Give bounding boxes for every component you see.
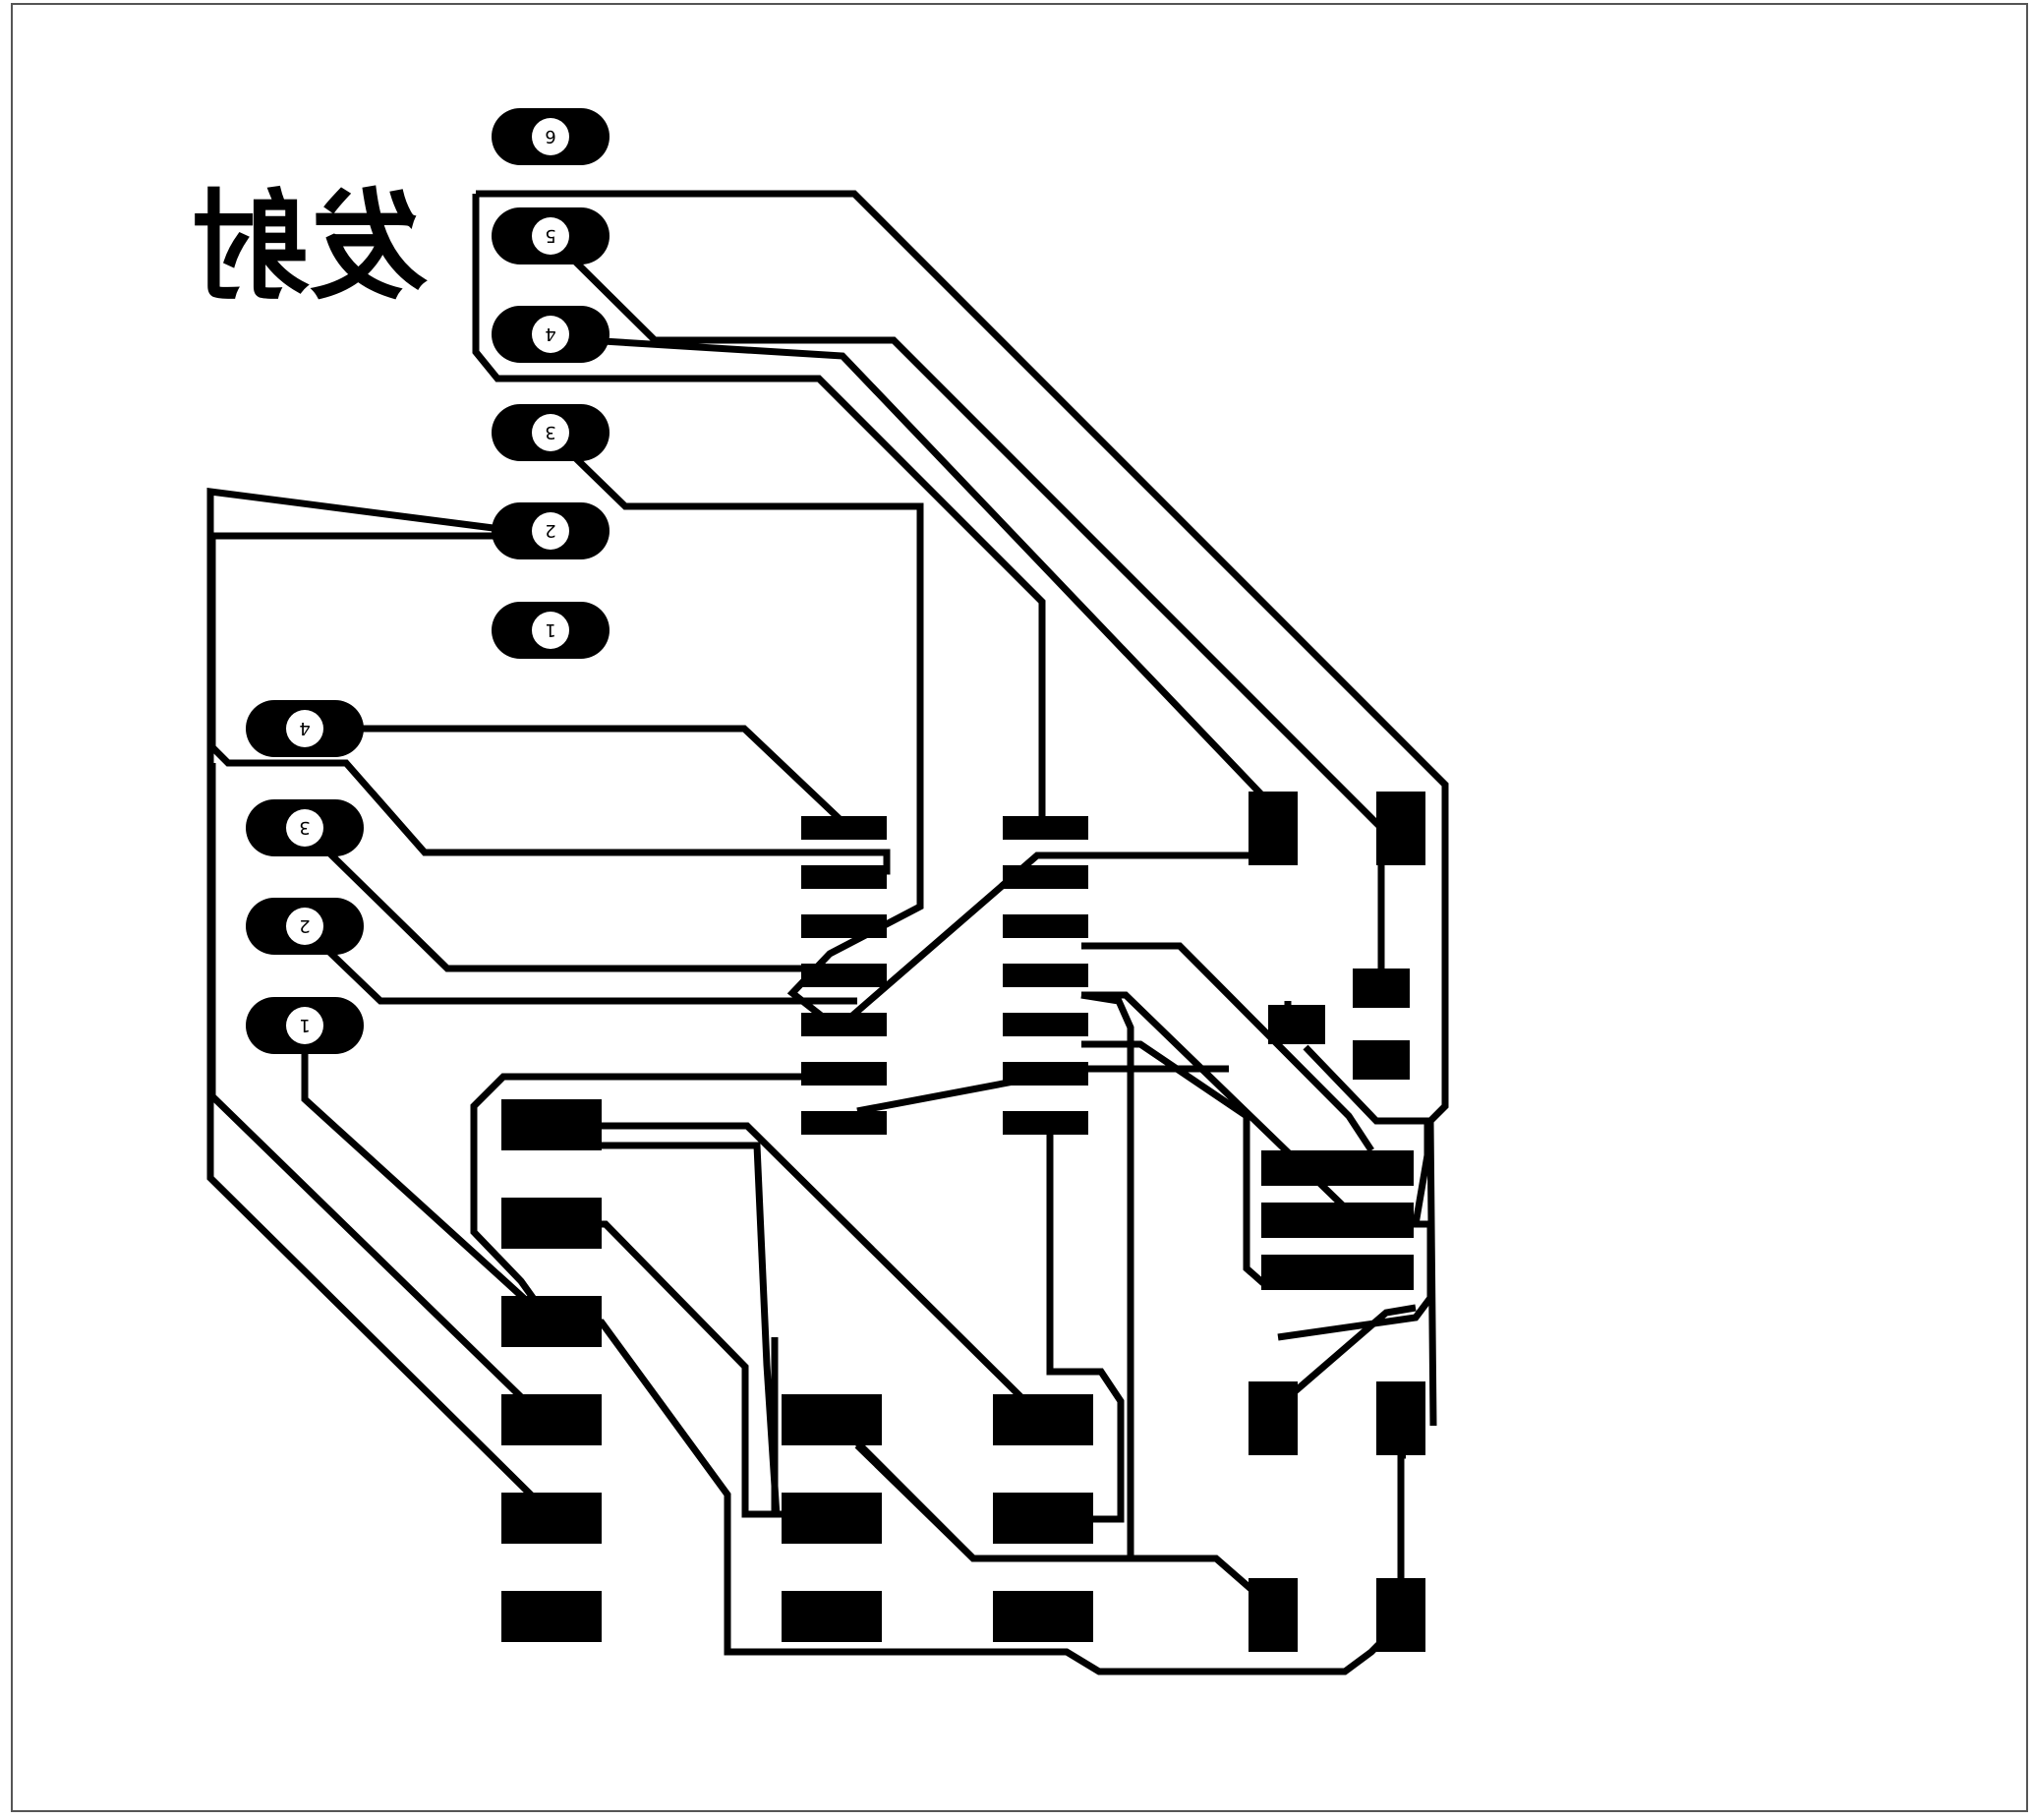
smd-pad[interactable]: [1353, 969, 1410, 1008]
ic-soic: [801, 816, 1088, 1135]
smd-pad[interactable]: [782, 1394, 882, 1445]
trace: [771, 1337, 784, 1518]
smd-pad[interactable]: [1249, 792, 1298, 865]
smd-pad[interactable]: [1376, 1578, 1425, 1652]
smd-pad[interactable]: [801, 816, 887, 840]
trace: [1081, 942, 1374, 1152]
trace: [476, 190, 1449, 1427]
trace: [828, 1413, 1281, 1615]
smd-pad[interactable]: [993, 1394, 1093, 1445]
smd-pad[interactable]: [1249, 1381, 1298, 1455]
pin-number: 3: [545, 422, 555, 442]
smd-pad[interactable]: [782, 1493, 882, 1544]
pin-number: 2: [545, 520, 555, 541]
smd-pad[interactable]: [501, 1493, 602, 1544]
smd-pad[interactable]: [501, 1591, 602, 1642]
smd-pad-group-right: [1249, 792, 1425, 1652]
trace: [1275, 1304, 1417, 1409]
smd-pad[interactable]: [1268, 1005, 1325, 1044]
trace: [554, 1122, 1053, 1429]
smd-pad[interactable]: [801, 865, 887, 889]
pin-number: 4: [299, 718, 310, 738]
smd-pad[interactable]: [1376, 1381, 1425, 1455]
trace: [305, 725, 860, 839]
trace: [472, 194, 1046, 821]
smd-pad[interactable]: [501, 1394, 602, 1445]
smd-pad[interactable]: [1003, 865, 1088, 889]
smd-pad-grid-middle: [782, 1394, 1093, 1642]
trace: [1081, 1040, 1266, 1286]
smd-pad[interactable]: [801, 1013, 887, 1036]
smd-pad[interactable]: [501, 1296, 602, 1347]
smd-pad[interactable]: [993, 1591, 1093, 1642]
pad-oval[interactable]: 3: [246, 799, 364, 856]
smd-pad[interactable]: [1003, 1111, 1088, 1135]
smd-pad[interactable]: [1003, 1013, 1088, 1036]
trace: [206, 488, 555, 1517]
pad-oval[interactable]: 4: [246, 700, 364, 757]
smd-pad[interactable]: [1353, 1040, 1410, 1080]
trace: [1046, 1126, 1125, 1523]
smd-pad[interactable]: [1003, 816, 1088, 840]
smd-pad[interactable]: [801, 1111, 887, 1135]
board-title: 发射: [192, 179, 428, 316]
smd-pad[interactable]: [1261, 1203, 1414, 1238]
smd-pad[interactable]: [1249, 1578, 1298, 1652]
smd-pad[interactable]: [801, 1062, 887, 1086]
pad-oval[interactable]: 1: [246, 997, 364, 1054]
pad-oval[interactable]: 5: [492, 207, 610, 264]
smd-pad[interactable]: [501, 1198, 602, 1249]
trace: [302, 826, 857, 972]
connector-4-pin: 4 3 2 1: [246, 700, 364, 1054]
trace: [552, 238, 1384, 831]
pad-oval[interactable]: 2: [492, 502, 610, 559]
pin-number: 3: [299, 817, 310, 838]
smd-pad[interactable]: [1376, 792, 1425, 865]
pin-number: 5: [545, 225, 555, 246]
smd-pad[interactable]: [1003, 914, 1088, 938]
traces: [206, 190, 1449, 1675]
smd-pad[interactable]: [993, 1493, 1093, 1544]
smd-pad[interactable]: [782, 1591, 882, 1642]
pad-oval[interactable]: 6: [492, 108, 610, 165]
connector-6-pin: 6 5 4 3 2 1: [492, 108, 610, 659]
smd-pad[interactable]: [1261, 1255, 1414, 1290]
trace: [302, 925, 857, 1005]
trace: [553, 334, 1266, 799]
pin-number: 6: [545, 126, 555, 147]
pin-number: 1: [299, 1015, 310, 1035]
pin-number: 2: [299, 915, 310, 936]
board-outline: [11, 3, 2028, 1812]
trace: [208, 763, 553, 1429]
pad-oval[interactable]: 2: [246, 898, 364, 955]
smd-pad[interactable]: [501, 1099, 602, 1150]
trace: [1303, 1044, 1431, 1225]
pad-oval[interactable]: 3: [492, 404, 610, 461]
pad-oval[interactable]: 4: [492, 306, 610, 363]
pin-number: 4: [545, 323, 555, 344]
smd-pad[interactable]: [801, 964, 887, 987]
trace: [470, 1073, 857, 1325]
smd-pad[interactable]: [1261, 1150, 1414, 1186]
trace: [552, 435, 1263, 1033]
pin-number: 1: [545, 619, 555, 640]
smd-pad[interactable]: [1003, 1062, 1088, 1086]
smd-pad[interactable]: [1003, 964, 1088, 987]
smd-pad-column-left: [501, 1099, 602, 1642]
pad-oval[interactable]: 1: [492, 602, 610, 659]
smd-pad[interactable]: [801, 914, 887, 938]
board-title-text: 发射: [192, 179, 428, 316]
